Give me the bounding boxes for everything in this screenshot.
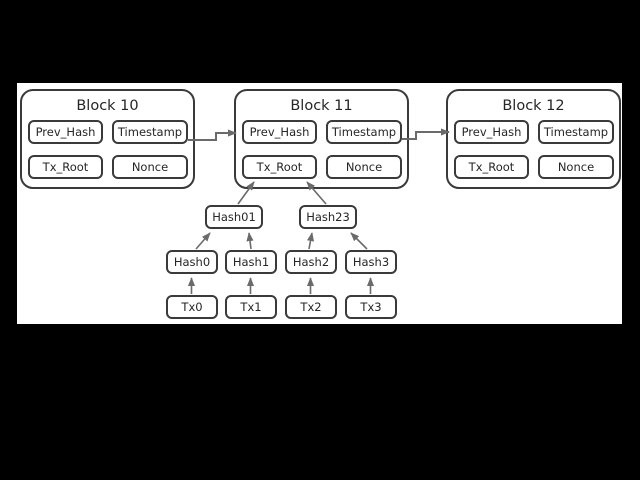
block-12-nonce: Nonce xyxy=(538,155,614,179)
block-12-title: Block 12 xyxy=(502,98,565,114)
block-10-tx-root: Tx_Root xyxy=(28,155,103,179)
tx-node-tx2: Tx2 xyxy=(285,295,337,319)
block-10-timestamp: Timestamp xyxy=(112,120,188,144)
block-11-timestamp: Timestamp xyxy=(326,120,402,144)
block-12-prev-hash: Prev_Hash xyxy=(454,120,529,144)
merkle-node-hash2: Hash2 xyxy=(285,250,337,274)
merkle-node-hash23: Hash23 xyxy=(299,205,357,229)
merkle-node-hash01: Hash01 xyxy=(205,205,263,229)
merkle-node-hash1: Hash1 xyxy=(225,250,277,274)
block-10-nonce: Nonce xyxy=(112,155,188,179)
merkle-node-hash0: Hash0 xyxy=(166,250,218,274)
block-10: Block 10 Prev_Hash Timestamp Tx_Root Non… xyxy=(20,89,195,189)
merkle-node-hash3: Hash3 xyxy=(345,250,397,274)
block-11-title: Block 11 xyxy=(290,98,353,114)
block-12-tx-root: Tx_Root xyxy=(454,155,529,179)
tx-node-tx3: Tx3 xyxy=(345,295,397,319)
tx-node-tx0: Tx0 xyxy=(166,295,218,319)
block-10-prev-hash: Prev_Hash xyxy=(28,120,103,144)
block-12: Block 12 Prev_Hash Timestamp Tx_Root Non… xyxy=(446,89,621,189)
block-12-timestamp: Timestamp xyxy=(538,120,614,144)
block-11-prev-hash: Prev_Hash xyxy=(242,120,317,144)
tx-node-tx1: Tx1 xyxy=(225,295,277,319)
block-11: Block 11 Prev_Hash Timestamp Tx_Root Non… xyxy=(234,89,409,189)
block-10-title: Block 10 xyxy=(76,98,139,114)
block-11-nonce: Nonce xyxy=(326,155,402,179)
block-11-tx-root: Tx_Root xyxy=(242,155,317,179)
